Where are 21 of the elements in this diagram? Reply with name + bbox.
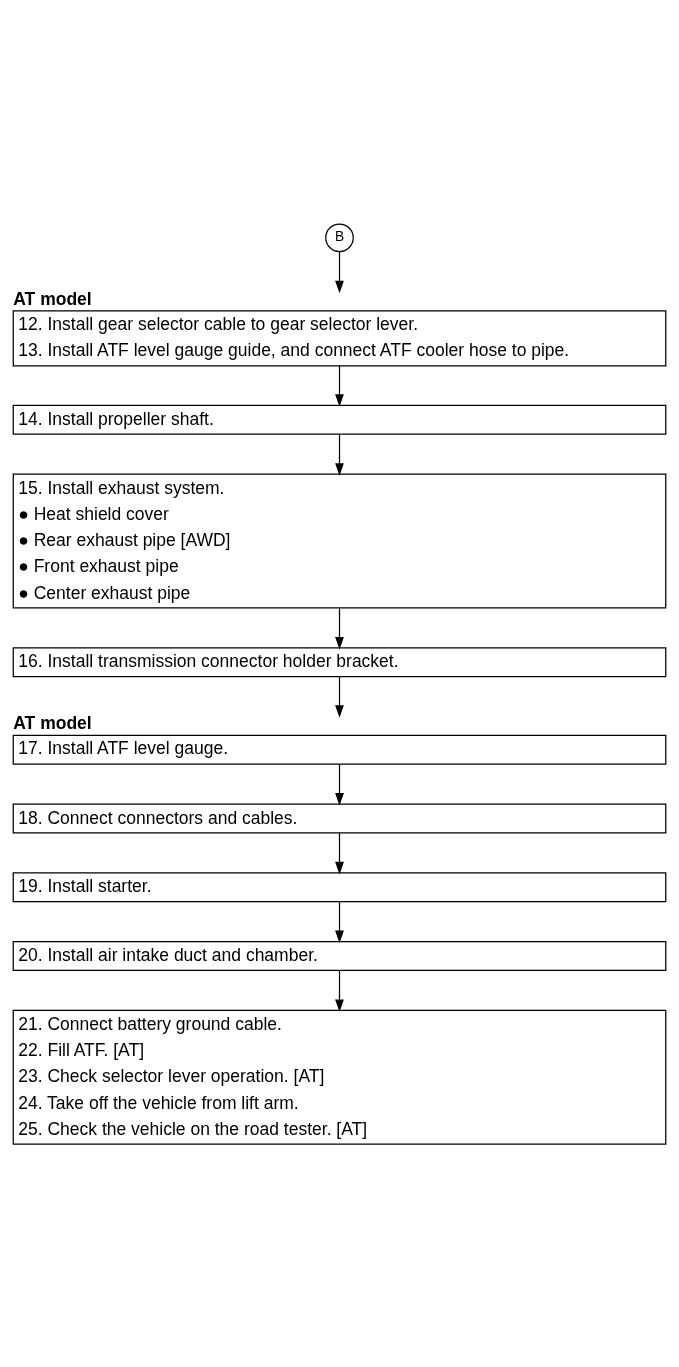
- arrow: [335, 432, 344, 476]
- arrow: [335, 900, 344, 943]
- node-label: AT model: [13, 712, 92, 733]
- node-box: 20. Install air intake duct and chamber.: [12, 940, 667, 971]
- arrow: [335, 969, 344, 1012]
- arrow: [335, 831, 344, 874]
- arrow: [335, 364, 344, 407]
- node-box: 17. Install ATF level gauge.: [12, 734, 667, 765]
- arrow: [335, 606, 344, 650]
- node-box: 15. Install exhaust system. ● Heat shield cover ● Rear exhaust pipe [AWD] ● Front exhaust pipe ● Center exhaust pipe: [12, 472, 667, 608]
- arrow: [335, 250, 344, 293]
- node-box: 14. Install propeller shaft.: [12, 404, 667, 435]
- node-box: 21. Connect battery ground cable. 22. Fill ATF. [AT] 23. Check selector lever operation. [AT] 24. Take off the vehicle from lift arm. 25. Check the vehicle on the road tester. [AT]: [12, 1009, 667, 1145]
- node-circle: B: [325, 222, 354, 252]
- node-box: 18. Connect connectors and cables.: [12, 802, 667, 833]
- arrow: [335, 763, 344, 806]
- node-box: 19. Install starter.: [12, 871, 667, 902]
- node-box: 12. Install gear selector cable to gear selector lever. 13. Install ATF level gauge guide, and connect ATF cooler hose to pipe.: [12, 309, 667, 366]
- node-box: 16. Install transmission connector holder bracket.: [12, 646, 667, 677]
- node-label: AT model: [13, 288, 92, 309]
- arrow: [335, 675, 344, 718]
